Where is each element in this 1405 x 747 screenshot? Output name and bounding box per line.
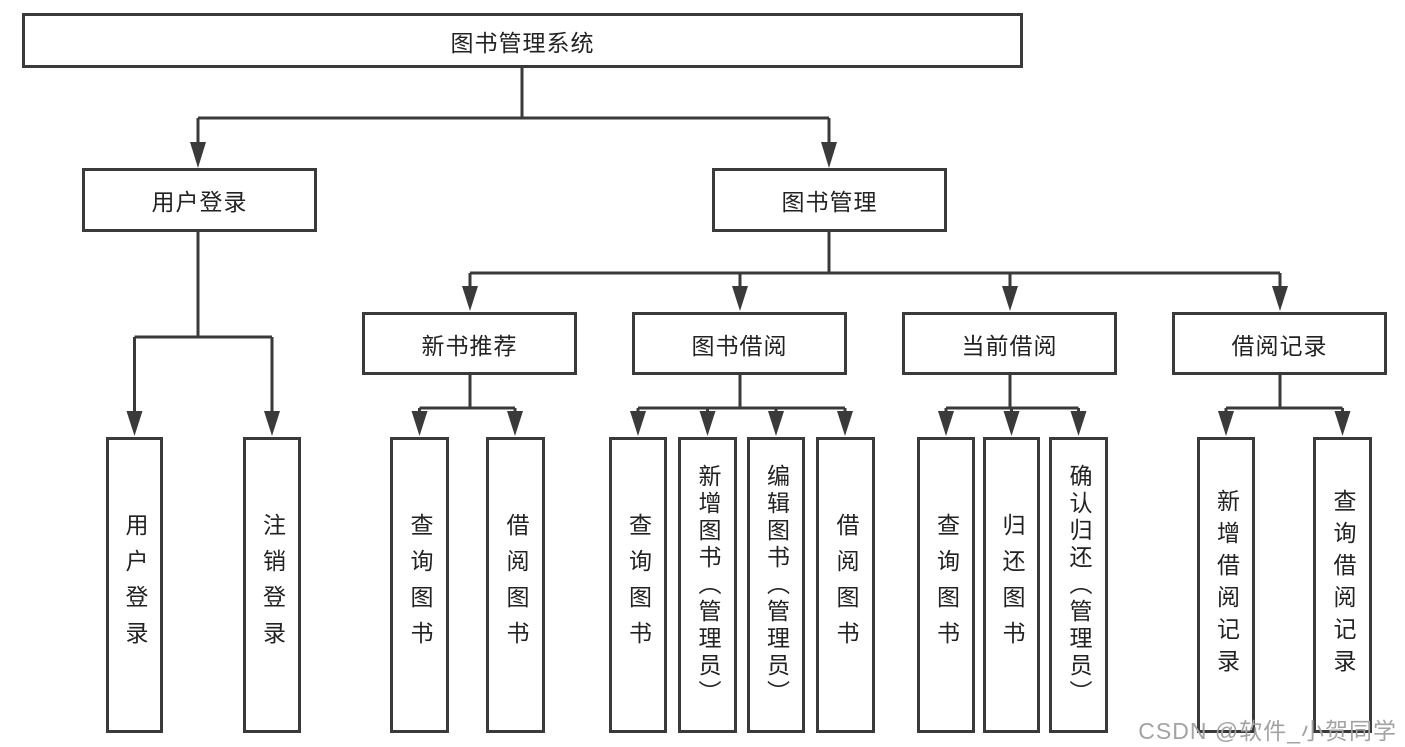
node-user-login: 用户登录 bbox=[82, 168, 317, 232]
leaf-recommend-borrow-books: 借阅图书 bbox=[486, 437, 545, 733]
node-book-borrowing-label: 图书借阅 bbox=[691, 332, 788, 359]
node-new-book-recommend-label: 新书推荐 bbox=[421, 332, 518, 359]
leaf-query-borrow-record-label: 查询借阅记录 bbox=[1330, 489, 1356, 681]
leaf-recommend-borrow-books-label: 借阅图书 bbox=[503, 513, 529, 657]
leaf-confirm-return-admin: 确认归还（管理员） bbox=[1049, 437, 1108, 733]
leaf-add-borrow-record: 新增借阅记录 bbox=[1197, 437, 1255, 733]
node-root: 图书管理系统 bbox=[22, 13, 1023, 68]
leaf-return-books-label: 归还图书 bbox=[999, 513, 1025, 657]
watermark: CSDN @软件_小贺同学 bbox=[1138, 718, 1397, 744]
leaf-current-query-books: 查询图书 bbox=[917, 437, 975, 733]
leaf-add-borrow-record-label: 新增借阅记录 bbox=[1213, 489, 1240, 681]
leaf-user-login: 用户登录 bbox=[106, 437, 163, 733]
node-current-borrowing-label: 当前借阅 bbox=[961, 332, 1058, 359]
node-borrow-records: 借阅记录 bbox=[1172, 312, 1387, 375]
leaf-logout: 注销登录 bbox=[243, 437, 301, 733]
leaf-recommend-query-books: 查询图书 bbox=[390, 437, 449, 733]
leaf-current-query-books-label: 查询图书 bbox=[933, 513, 960, 657]
leaf-recommend-query-books-label: 查询图书 bbox=[407, 513, 433, 657]
leaf-confirm-return-admin-label: 确认归还（管理员） bbox=[1066, 463, 1092, 707]
leaf-borrowing-borrow-books: 借阅图书 bbox=[816, 437, 875, 733]
node-new-book-recommend: 新书推荐 bbox=[362, 312, 577, 375]
node-book-borrowing: 图书借阅 bbox=[632, 312, 847, 375]
leaf-borrowing-borrow-books-label: 借阅图书 bbox=[833, 513, 859, 657]
node-book-management-label: 图书管理 bbox=[781, 189, 878, 215]
node-book-management: 图书管理 bbox=[712, 168, 947, 232]
leaf-edit-book-admin: 编辑图书（管理员） bbox=[747, 437, 805, 733]
leaf-return-books: 归还图书 bbox=[983, 437, 1040, 733]
node-user-login-label: 用户登录 bbox=[151, 189, 248, 215]
leaf-logout-label: 注销登录 bbox=[259, 513, 286, 657]
node-current-borrowing: 当前借阅 bbox=[902, 312, 1117, 375]
leaf-edit-book-admin-label: 编辑图书（管理员） bbox=[763, 463, 790, 707]
leaf-borrowing-query-books-label: 查询图书 bbox=[625, 513, 652, 657]
node-borrow-records-label: 借阅记录 bbox=[1231, 332, 1328, 359]
leaf-query-borrow-record: 查询借阅记录 bbox=[1313, 437, 1372, 733]
node-root-label: 图书管理系统 bbox=[450, 29, 595, 56]
leaf-add-book-admin-label: 新增图书（管理员） bbox=[695, 463, 721, 707]
leaf-borrowing-query-books: 查询图书 bbox=[609, 437, 667, 733]
leaf-add-book-admin: 新增图书（管理员） bbox=[678, 437, 737, 733]
leaf-user-login-label: 用户登录 bbox=[122, 513, 148, 657]
